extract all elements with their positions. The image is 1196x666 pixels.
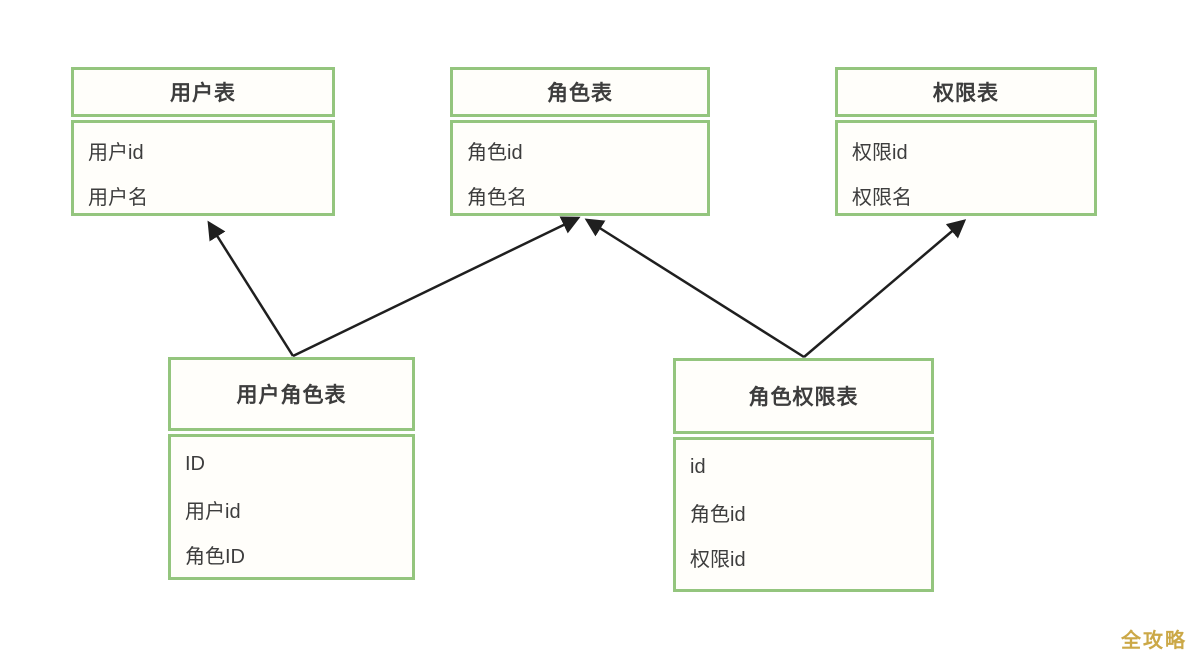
- entity-fields: 用户id 用户名: [71, 120, 335, 216]
- field-label: id: [690, 456, 706, 478]
- arrow-roleperm-to-perm: [803, 219, 967, 358]
- entity-title: 权限表: [835, 67, 1097, 117]
- arrow-userrole-to-user: [207, 220, 295, 357]
- entity-title: 角色权限表: [673, 358, 934, 434]
- entity-user-role-table: 用户角色表 ID 用户id 角色ID: [168, 357, 415, 580]
- field-label: 权限id: [852, 142, 908, 164]
- field-label: 角色id: [467, 142, 523, 164]
- field-label: 角色id: [690, 504, 746, 526]
- entity-role-permission-table: 角色权限表 id 角色id 权限id: [673, 358, 934, 592]
- field-label: 权限名: [852, 187, 912, 209]
- field-label: 角色ID: [185, 546, 245, 568]
- entity-user-table: 用户表 用户id 用户名: [71, 67, 335, 216]
- entity-fields: id 角色id 权限id: [673, 437, 934, 592]
- entity-title: 用户角色表: [168, 357, 415, 431]
- field-label: 用户名: [88, 187, 148, 209]
- field-label: 用户id: [185, 501, 241, 523]
- field-label: 权限id: [690, 549, 746, 571]
- entity-role-table: 角色表 角色id 角色名: [450, 67, 710, 216]
- field-label: ID: [185, 453, 205, 475]
- entity-title: 角色表: [450, 67, 710, 117]
- arrow-roleperm-to-role: [584, 218, 805, 359]
- entity-fields: 角色id 角色名: [450, 120, 710, 216]
- entity-fields: ID 用户id 角色ID: [168, 434, 415, 580]
- entity-permission-table: 权限表 权限id 权限名: [835, 67, 1097, 216]
- watermark-text: 全攻略: [1121, 630, 1187, 652]
- field-label: 用户id: [88, 142, 144, 164]
- arrow-userrole-to-role: [292, 216, 581, 358]
- entity-fields: 权限id 权限名: [835, 120, 1097, 216]
- entity-title: 用户表: [71, 67, 335, 117]
- field-label: 角色名: [467, 187, 527, 209]
